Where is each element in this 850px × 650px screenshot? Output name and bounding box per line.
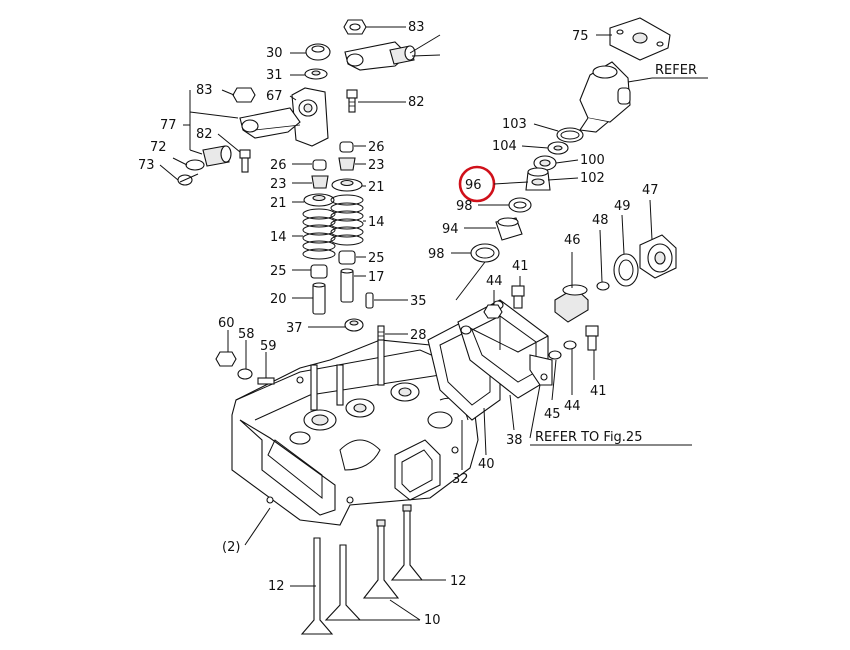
intake-manifold: [427, 234, 677, 421]
label-35: 35: [410, 294, 427, 309]
label-102: 102: [580, 171, 605, 186]
label-103: 103: [502, 117, 527, 132]
cylinder-head: [231, 339, 479, 526]
label-41-lower: 41: [590, 384, 607, 399]
label-82-top: 82: [408, 95, 425, 110]
label-21-left: 21: [270, 196, 287, 211]
label-23-right: 23: [368, 158, 385, 173]
label-23-left: 23: [270, 177, 287, 192]
label-83-left: 83: [196, 83, 213, 98]
label-96: 96: [465, 178, 482, 193]
label-30: 30: [266, 46, 283, 61]
label-83-top: 83: [408, 20, 425, 35]
label-21-right: 21: [368, 180, 385, 195]
label-28: 28: [410, 328, 427, 343]
label-14-left: 14: [270, 230, 287, 245]
label-60: 60: [218, 316, 235, 331]
label-12-right: 12: [450, 574, 467, 589]
part-labels: 83 30 31 67 82 83 77 82 72 73 26 23 21 1…: [138, 20, 697, 628]
label-25-left: 25: [270, 264, 287, 279]
leaders-manifold: [461, 199, 692, 470]
label-40: 40: [478, 457, 495, 472]
label-73: 73: [138, 158, 155, 173]
label-32: 32: [452, 472, 469, 487]
refer-label: REFER: [655, 63, 697, 78]
injector-assembly: [470, 17, 708, 263]
label-17: 17: [368, 270, 385, 285]
label-82-left: 82: [196, 127, 213, 142]
label-38: 38: [506, 433, 523, 448]
rocker-arm-upper: [177, 19, 416, 186]
label-98-lower: 98: [428, 247, 445, 262]
label-10: 10: [424, 613, 441, 628]
label-41-top: 41: [512, 259, 529, 274]
label-77: 77: [160, 118, 177, 133]
label-44-lower: 44: [564, 399, 581, 414]
label-45: 45: [544, 407, 561, 422]
label-67: 67: [266, 89, 283, 104]
label-100: 100: [580, 153, 605, 168]
leaders-springs: [292, 145, 408, 335]
label-98-top: 98: [456, 199, 473, 214]
label-72: 72: [150, 140, 167, 155]
label-31: 31: [266, 68, 283, 83]
label-26-left: 26: [270, 158, 287, 173]
label-12-left: 12: [268, 579, 285, 594]
label-47: 47: [642, 183, 659, 198]
label-59: 59: [260, 339, 277, 354]
valve-spring-right: [330, 141, 385, 367]
label-49: 49: [614, 199, 631, 214]
label-14-right: 14: [368, 215, 385, 230]
leaders-injector: [451, 34, 612, 301]
leaders-valves: [244, 507, 446, 621]
label-75: 75: [572, 29, 589, 44]
label-48: 48: [592, 213, 609, 228]
label-37: 37: [286, 321, 303, 336]
label-2: (2): [222, 540, 240, 555]
label-94: 94: [442, 222, 459, 237]
valve-spring-left: [302, 159, 336, 315]
label-104: 104: [492, 139, 517, 154]
label-58: 58: [238, 327, 255, 342]
label-46: 46: [564, 233, 581, 248]
label-25-right: 25: [368, 251, 385, 266]
nuts-left: [215, 330, 267, 380]
label-44-top: 44: [486, 274, 503, 289]
label-20: 20: [270, 292, 287, 307]
valves: [300, 504, 424, 635]
label-26-right: 26: [368, 140, 385, 155]
refer-fig-label: REFER TO Fig.25: [535, 430, 642, 445]
leaders-rocker: [159, 26, 441, 181]
